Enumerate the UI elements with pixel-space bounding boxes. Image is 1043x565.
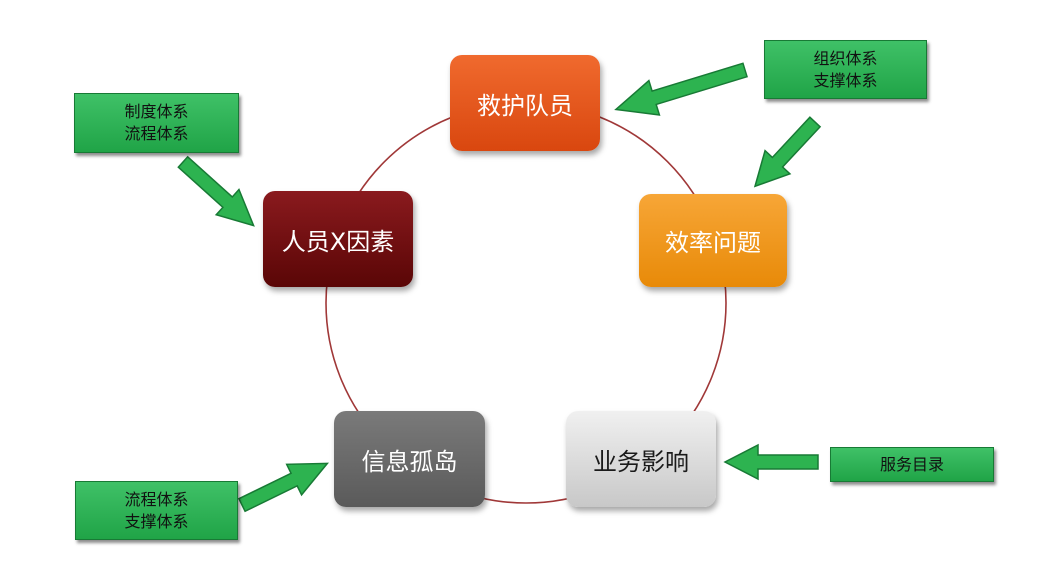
tag-system-process-line1: 制度体系 (124, 102, 189, 121)
arrow-system-process-to-human-factor (177, 155, 255, 227)
tag-org-support-line1: 组织体系 (813, 48, 878, 68)
arrow-org-support-to-rescue (614, 62, 748, 116)
node-business-impact: 业务影响 (566, 411, 716, 507)
tag-org-support-line2: 支撑体系 (813, 70, 878, 90)
node-human-factor-label: 人员X因素 (281, 227, 395, 256)
node-info-island: 信息孤岛 (334, 411, 485, 507)
node-business-impact-label: 业务影响 (593, 447, 689, 476)
tag-service-catalog: 服务目录 (830, 447, 994, 482)
node-human-factor: 人员X因素 (263, 191, 413, 287)
node-info-island-label: 信息孤岛 (361, 447, 458, 476)
node-rescue-team-label: 救护队员 (477, 91, 573, 120)
tag-system-process: 制度体系 流程体系 (74, 93, 239, 153)
arrow-org-support-to-efficiency (753, 116, 822, 188)
tag-process-support-line2: 支撑体系 (124, 511, 189, 531)
arrow-service-catalog-to-business-impact (723, 443, 819, 481)
node-efficiency-issue-label: 效率问题 (665, 229, 761, 257)
tag-org-support: 组织体系 支撑体系 (764, 40, 927, 99)
arrow-process-support-to-info-island (237, 462, 330, 513)
tag-system-process-line2: 流程体系 (124, 124, 189, 143)
node-efficiency-issue: 效率问题 (639, 194, 787, 287)
node-rescue-team: 救护队员 (450, 55, 600, 151)
tag-process-support: 流程体系 支撑体系 (75, 481, 238, 540)
tag-process-support-line1: 流程体系 (124, 489, 189, 509)
tag-service-catalog-line1: 服务目录 (879, 454, 944, 474)
